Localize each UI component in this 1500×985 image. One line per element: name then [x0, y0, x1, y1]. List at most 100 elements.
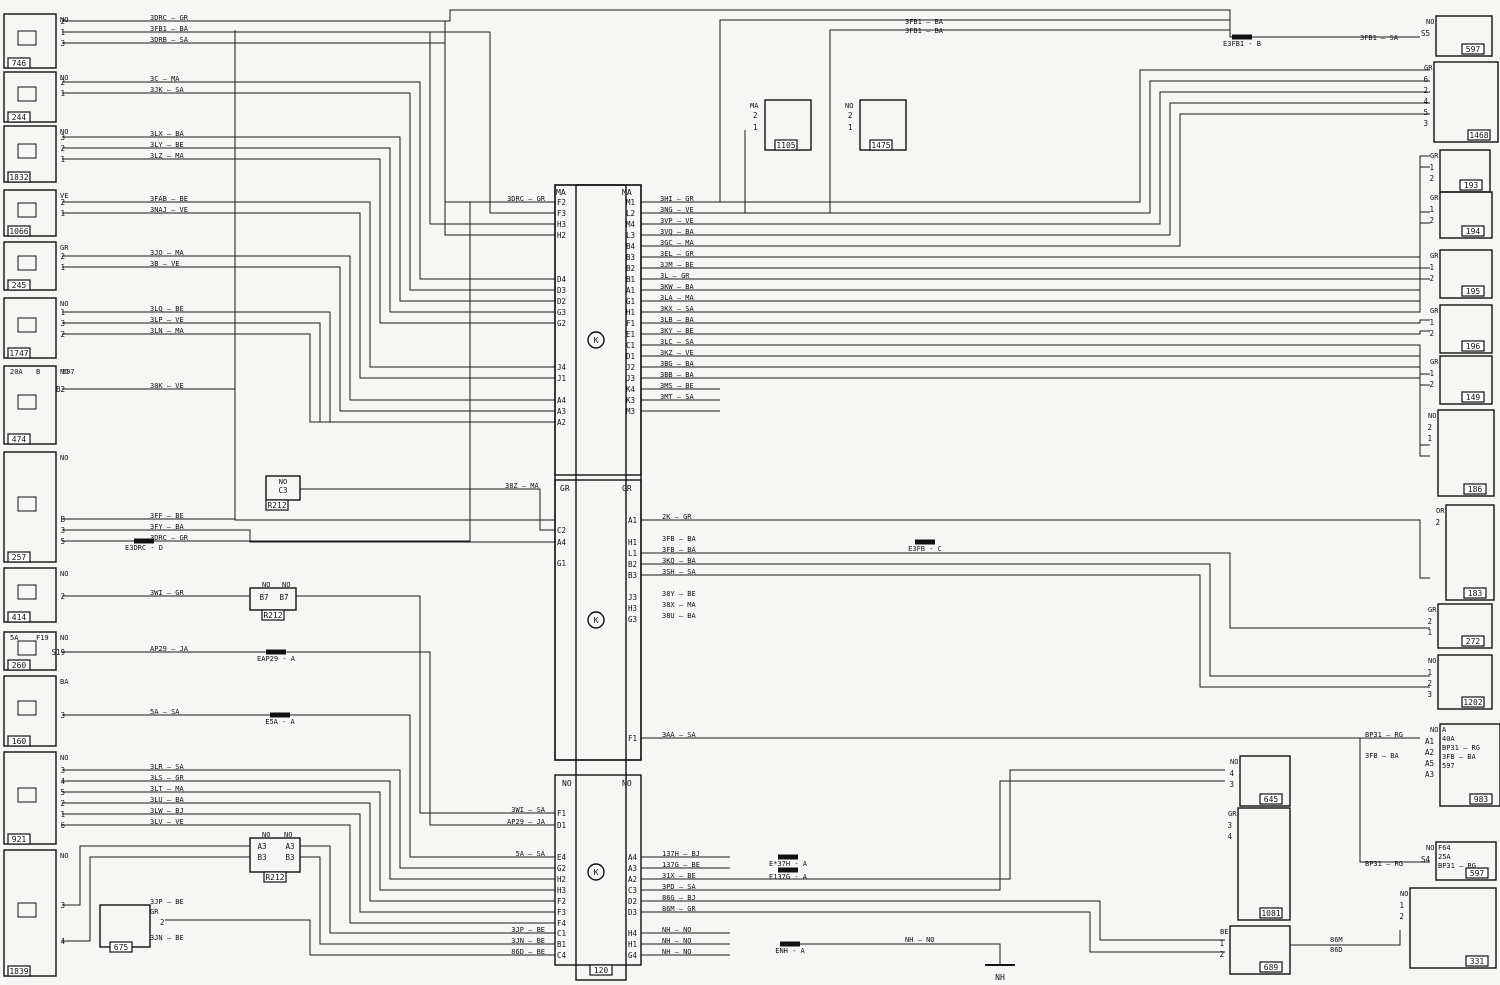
- right-harness-wire: [720, 69, 1430, 203]
- ecu-wire-label: 38X — MA: [662, 601, 697, 609]
- ecu-pin: C1: [557, 929, 566, 938]
- component-474: [3, 365, 57, 445]
- r212-pin: B7: [279, 593, 288, 602]
- connector-color: GR: [60, 244, 69, 252]
- r212-b: [249, 587, 297, 611]
- wire-label: 3FB1 — SA: [1360, 34, 1399, 42]
- r212-a-tag-text: R212: [267, 501, 286, 510]
- component-symbol: [17, 640, 37, 656]
- pin-label: 6: [1423, 75, 1428, 84]
- component-1081: [1237, 807, 1291, 921]
- ecu-120-body: [575, 184, 627, 981]
- ecu-wire-label: 3NG — VE: [660, 206, 694, 214]
- ecu-pin: B3: [628, 571, 637, 580]
- wire-top-2: [719, 19, 1231, 202]
- wire-746-2: [62, 31, 555, 214]
- ecu-pin: H2: [557, 875, 566, 884]
- pin-label: 3: [1427, 690, 1432, 699]
- left-harness-wire: [62, 31, 555, 225]
- pin-label: 2: [1219, 950, 1224, 959]
- ecu-wire-label: 3KY — BE: [660, 327, 694, 335]
- wire-183: [641, 519, 1430, 579]
- pin-label: 2: [60, 198, 65, 207]
- component-extra: F64: [1438, 844, 1451, 852]
- component-extra: BP31 — RG: [1438, 862, 1476, 870]
- component-196-tag: [1461, 340, 1485, 352]
- ecu-pin: H1: [626, 308, 635, 317]
- pin-label: 2: [60, 330, 65, 339]
- ecu-pin: L3: [626, 231, 635, 240]
- ecu-wire-label: 3JP — BE: [511, 926, 545, 934]
- pin-label: 2: [160, 918, 165, 927]
- wire-label: 3FAB — BE: [150, 195, 188, 203]
- left-harness-wire: [62, 136, 555, 302]
- component-symbol: [17, 700, 37, 716]
- component-474-tag-text: 474: [12, 435, 27, 444]
- wire-label: 3LR — SA: [150, 763, 185, 771]
- pin-label: 3: [1227, 821, 1232, 830]
- ecu-wire-label: 3MT — SA: [660, 393, 695, 401]
- ecu-wire-label: 137G — BE: [662, 861, 700, 869]
- ecu-pin: K4: [626, 385, 636, 394]
- ecu-120-tag-text: 120: [594, 966, 609, 975]
- ecu-pin: E1: [626, 330, 635, 339]
- ecu-wire-label: 3KW — BA: [660, 283, 695, 291]
- wire-921: [62, 780, 555, 880]
- component-474-tag: [7, 433, 31, 445]
- component-195: [1439, 249, 1493, 299]
- pin-label: 2: [60, 78, 65, 87]
- component-245-tag-text: 245: [12, 281, 27, 290]
- splice-e3drc: [134, 538, 154, 544]
- right-harness-wire: [720, 91, 1430, 225]
- r212-pin: A3: [285, 842, 294, 851]
- wire-label: 3DRC — GR: [150, 14, 189, 22]
- component-193-tag-text: 193: [1464, 181, 1479, 190]
- wire-257b: [62, 529, 555, 543]
- component-597b-tag: [1465, 867, 1489, 879]
- connector-color: VE: [60, 192, 68, 200]
- pin-label: 2: [1429, 380, 1434, 389]
- ecu-pin: G1: [557, 559, 566, 568]
- component-186-tag: [1463, 483, 1487, 495]
- ecu-wire-label: NH — NO: [662, 926, 692, 934]
- relay-1105-tag-text: 1105: [776, 141, 795, 150]
- ecu-pin: D2: [557, 297, 566, 306]
- component-675-tag: [109, 941, 133, 953]
- ecu-pin: B1: [626, 275, 635, 284]
- ecu-wire-label: 31X — BE: [662, 872, 696, 880]
- splice-e3fb1: [1232, 34, 1252, 40]
- ecu-connector-gr: [554, 479, 642, 761]
- left-harness-wire: [62, 147, 555, 313]
- ecu-pin: A1: [626, 286, 635, 295]
- pin-label: 2: [848, 111, 853, 120]
- connector-color: NO: [60, 300, 68, 308]
- component-1747-tag-text: 1747: [9, 349, 28, 358]
- ecu-pin: B2: [626, 264, 635, 273]
- component-272-tag-text: 272: [1466, 637, 1481, 646]
- wire-257c: [62, 202, 471, 542]
- wire-331: [1290, 930, 1401, 946]
- component-1066-tag: [7, 225, 31, 237]
- right-harness-wire: [720, 166, 1430, 269]
- component-194-tag-text: 194: [1466, 227, 1481, 236]
- component-645-tag: [1259, 793, 1283, 805]
- wire-645b: [641, 780, 1225, 891]
- right-harness-wire: [720, 344, 1430, 375]
- component-1468-tag-text: 1468: [1469, 131, 1488, 140]
- component-194: [1439, 191, 1493, 239]
- component-1839-tag: [7, 965, 31, 977]
- ecu-wire-label: NH — NO: [662, 948, 692, 956]
- pin-label: 1: [1399, 901, 1404, 910]
- component-597: [1435, 15, 1493, 57]
- pin-label: 2: [60, 144, 65, 153]
- component-1832-tag: [7, 171, 31, 183]
- ecu-pin: F3: [557, 908, 566, 917]
- ecu-wire-label: 3KQ — BA: [662, 557, 697, 565]
- splice-label: E3DRC - D: [125, 544, 163, 552]
- pin-label: 1: [60, 155, 65, 164]
- ecu-pin: A4: [628, 853, 638, 862]
- component-921: [3, 751, 57, 845]
- pin-label: 5: [60, 788, 65, 797]
- wire-921: [62, 824, 555, 924]
